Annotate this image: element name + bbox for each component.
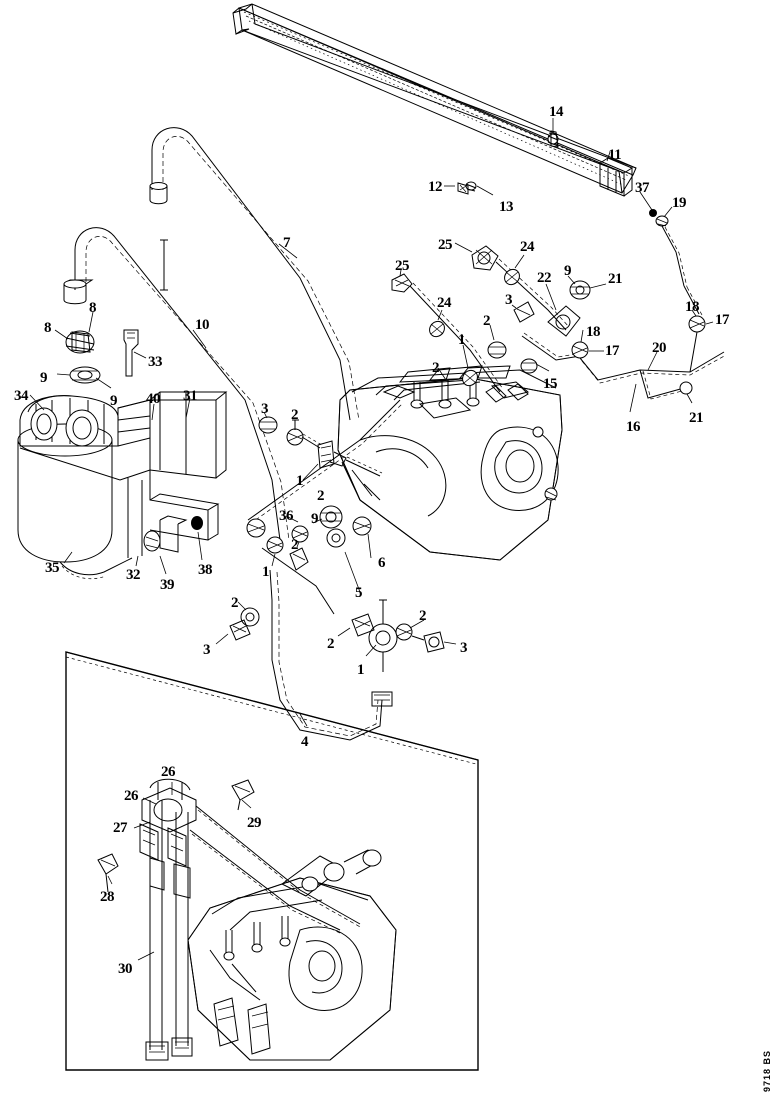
callout-1: 1 — [357, 662, 365, 678]
callout-3: 3 — [261, 401, 269, 417]
callout-9: 9 — [110, 393, 118, 409]
fuel-rail-assembly — [232, 3, 703, 316]
callout-24: 24 — [520, 239, 535, 255]
callout-17: 17 — [605, 343, 620, 359]
callout-1: 1 — [458, 332, 466, 348]
callout-7: 7 — [283, 235, 291, 251]
callout-17: 17 — [715, 312, 730, 328]
callout-19: 19 — [672, 195, 687, 211]
callout-8: 8 — [89, 300, 97, 316]
high-pressure-lines — [391, 242, 727, 413]
center-fittings — [215, 399, 403, 741]
lower-fittings — [337, 599, 457, 672]
callout-15: 15 — [543, 376, 558, 392]
callout-32: 32 — [126, 567, 141, 583]
callout-3: 3 — [460, 640, 468, 656]
callout-2: 2 — [327, 636, 335, 652]
callout-9: 9 — [311, 511, 319, 527]
callout-13: 13 — [499, 199, 514, 215]
callout-2: 2 — [291, 537, 299, 553]
drawing-code: 9718 BS — [762, 1049, 772, 1092]
callout-34: 34 — [14, 388, 29, 404]
callout-26: 26 — [161, 764, 176, 780]
callout-3: 3 — [505, 292, 513, 308]
callout-22: 22 — [537, 270, 552, 286]
callout-9: 9 — [564, 263, 572, 279]
callout-6: 6 — [378, 555, 386, 571]
callout-2: 2 — [483, 313, 491, 329]
callout-1: 1 — [296, 473, 304, 489]
callout-20: 20 — [652, 340, 667, 356]
detail-inset — [65, 651, 479, 1071]
callout-38: 38 — [198, 562, 213, 578]
callout-35: 35 — [45, 560, 60, 576]
callout-25: 25 — [438, 237, 453, 253]
callout-31: 31 — [183, 388, 198, 404]
callout-2: 2 — [291, 407, 299, 423]
callout-33: 33 — [148, 354, 163, 370]
callout-18: 18 — [586, 324, 601, 340]
callout-12: 12 — [428, 179, 443, 195]
callout-2: 2 — [432, 360, 440, 376]
callout-16: 16 — [626, 419, 641, 435]
callout-2: 2 — [231, 595, 239, 611]
callout-39: 39 — [160, 577, 175, 593]
callout-14: 14 — [549, 104, 564, 120]
callout-29: 29 — [247, 815, 262, 831]
callout-25: 25 — [395, 258, 410, 274]
fuel-hoses-left — [63, 127, 360, 541]
callout-1: 1 — [262, 564, 270, 580]
callout-5: 5 — [355, 585, 363, 601]
callout-30: 30 — [118, 961, 133, 977]
callout-24: 24 — [437, 295, 452, 311]
callout-37: 37 — [635, 180, 650, 196]
fuel-filter-assembly — [17, 311, 228, 580]
callout-26: 26 — [124, 788, 139, 804]
callout-11: 11 — [608, 147, 622, 163]
callout-9: 9 — [40, 370, 48, 386]
callout-40: 40 — [146, 391, 161, 407]
callout-10: 10 — [195, 317, 210, 333]
callout-3: 3 — [203, 642, 211, 658]
callout-27: 27 — [113, 820, 128, 836]
callout-21: 21 — [608, 271, 623, 287]
engine-block — [337, 365, 563, 561]
callout-2: 2 — [419, 608, 427, 624]
callout-21: 21 — [689, 410, 704, 426]
callout-8: 8 — [44, 320, 52, 336]
callout-2: 2 — [317, 488, 325, 504]
callout-36: 36 — [279, 508, 294, 524]
callout-28: 28 — [100, 889, 115, 905]
callout-4: 4 — [301, 734, 309, 750]
callout-18: 18 — [685, 299, 700, 315]
